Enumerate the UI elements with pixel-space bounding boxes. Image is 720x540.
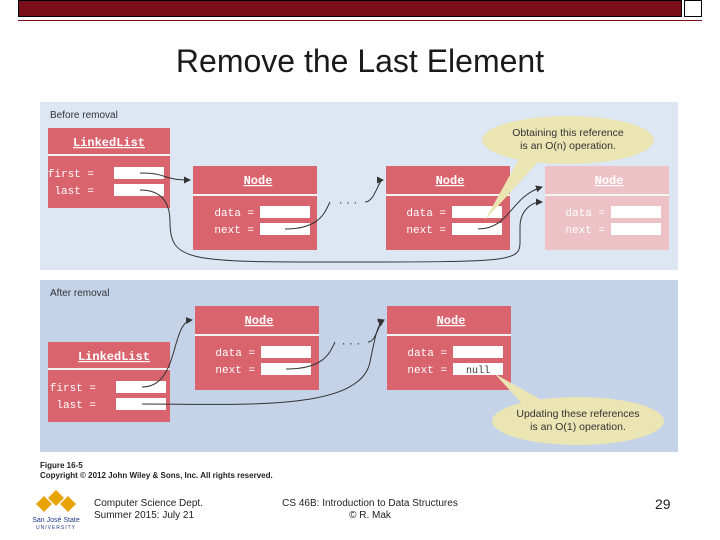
after-callout-line1: Updating these references xyxy=(516,408,639,420)
after-first-label: first = xyxy=(50,383,96,395)
after-node-2-title: Node xyxy=(437,314,466,328)
top-accent-bar xyxy=(18,0,682,17)
after-arrows xyxy=(141,317,385,405)
before-node-3-data-label: data = xyxy=(565,208,605,220)
after-panel-label: After removal xyxy=(50,288,109,299)
before-linkedlist-title: LinkedList xyxy=(73,136,145,150)
logo-text-line2: UNIVERSITY xyxy=(36,525,76,531)
after-node-1-data-label: data = xyxy=(215,348,255,360)
before-node-1-title: Node xyxy=(244,174,273,188)
after-node-2: Node data = next = null xyxy=(387,306,511,390)
footer-left-line1: Computer Science Dept. xyxy=(94,498,203,509)
top-accent-bar-end xyxy=(684,0,702,17)
after-linkedlist-box: LinkedList first = last = xyxy=(48,342,170,422)
footer-course: CS 46B: Introduction to Data Structures … xyxy=(270,498,470,522)
linked-list-removal-figure: Before removal LinkedList first = last =… xyxy=(40,102,678,457)
university-logo: San José State UNIVERSITY xyxy=(30,488,82,532)
figure-caption-copyright: Copyright © 2012 John Wiley & Sons, Inc.… xyxy=(40,471,273,480)
figure-svg: Before removal LinkedList first = last =… xyxy=(40,102,678,452)
logo-text-line1: San José State xyxy=(32,517,80,524)
footer-department: Computer Science Dept. Summer 2015: July… xyxy=(94,498,203,522)
before-callout-line1: Obtaining this reference xyxy=(512,127,624,139)
page-number: 29 xyxy=(655,496,671,512)
footer-mid-line2: © R. Mak xyxy=(349,510,391,521)
after-node-2-next-label: next = xyxy=(407,365,447,377)
after-callout: Updating these references is an O(1) ope… xyxy=(492,374,664,445)
before-panel-label: Before removal xyxy=(50,110,118,121)
before-node-2-next-label: next = xyxy=(406,225,446,237)
figure-caption: Figure 16-5 Copyright © 2012 John Wiley … xyxy=(40,461,273,481)
before-node-1-next-label: next = xyxy=(214,225,254,237)
after-last-label: last = xyxy=(56,400,96,412)
before-node-2: Node data = next = xyxy=(386,166,510,250)
before-node-2-title: Node xyxy=(436,174,465,188)
after-node-1-next-label: next = xyxy=(215,365,255,377)
after-linkedlist-title: LinkedList xyxy=(78,350,150,364)
slide-title: Remove the Last Element xyxy=(175,43,545,79)
before-node-1: Node data = next = xyxy=(193,166,317,250)
after-ellipsis: · · · xyxy=(342,336,361,350)
before-callout: Obtaining this reference is an O(n) oper… xyxy=(482,116,654,220)
after-node-1: Node data = next = xyxy=(195,306,319,390)
before-first-label: first = xyxy=(48,169,94,181)
before-node-1-data-label: data = xyxy=(214,208,254,220)
before-last-label: last = xyxy=(54,186,94,198)
after-node-1-title: Node xyxy=(245,314,274,328)
before-node-2-data-label: data = xyxy=(406,208,446,220)
after-null-value: null xyxy=(466,365,490,377)
before-ellipsis: · · · xyxy=(339,195,358,209)
footer-mid-line1: CS 46B: Introduction to Data Structures xyxy=(282,498,458,509)
before-node-3-title: Node xyxy=(595,174,624,188)
after-callout-line2: is an O(1) operation. xyxy=(530,421,626,433)
before-callout-line2: is an O(n) operation. xyxy=(520,140,616,152)
before-arrows xyxy=(139,172,543,263)
figure-caption-title: Figure 16-5 xyxy=(40,461,83,470)
before-node-3-removed: Node data = next = xyxy=(545,166,669,250)
before-linkedlist-box: LinkedList first = last = xyxy=(48,128,170,208)
before-node-3-next-label: next = xyxy=(565,225,605,237)
after-node-2-data-label: data = xyxy=(407,348,447,360)
top-accent-line xyxy=(18,20,702,21)
footer-left-line2: Summer 2015: July 21 xyxy=(94,510,195,521)
